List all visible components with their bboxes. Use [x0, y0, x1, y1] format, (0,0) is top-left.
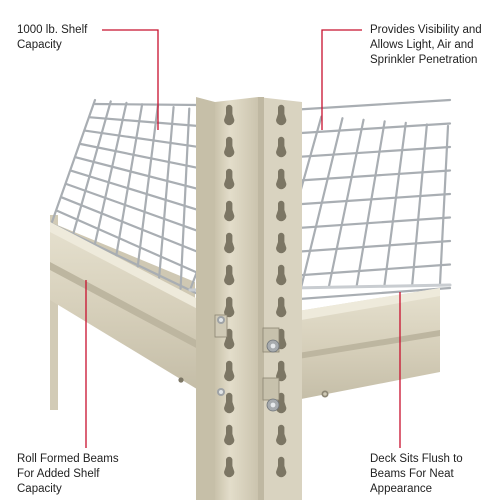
post-keyhole-slots — [224, 104, 287, 478]
leader-line-top-left — [102, 29, 159, 130]
callout-line: Beams For Neat — [370, 468, 454, 480]
wire-rod — [72, 100, 112, 235]
wire-rod — [411, 123, 428, 286]
wire-rod — [50, 222, 202, 297]
keyhole-slot — [276, 136, 287, 158]
callout-line: Sprinkler Penetration — [370, 54, 478, 66]
beam-rivets — [321, 390, 329, 398]
wire-rod — [327, 118, 365, 288]
keyhole-slot — [276, 264, 287, 286]
callout-line: Capacity — [17, 39, 62, 51]
keyhole-slot — [224, 456, 235, 478]
keyhole-slot — [276, 200, 287, 222]
keyhole-slot — [276, 232, 287, 254]
front-beam-left — [50, 222, 215, 400]
callout-line: Roll Formed Beams — [17, 453, 119, 465]
callout-line: Deck Sits Flush to — [370, 453, 463, 465]
callout-line: Appearance — [370, 483, 433, 495]
leader-line-top-right — [321, 29, 362, 130]
keyhole-slot — [276, 168, 287, 190]
wire-rod — [65, 182, 202, 233]
wire-rod — [84, 129, 202, 149]
wire-rod — [93, 101, 128, 246]
wire-rod — [89, 116, 202, 128]
callout-leader-lines — [85, 29, 401, 448]
callout-roll-formed-beams: Roll Formed Beams For Added Shelf Capaci… — [17, 452, 119, 497]
wire-rod — [50, 98, 97, 224]
wire-rod — [70, 169, 202, 212]
keyhole-slot — [224, 232, 235, 254]
wire-rod — [93, 102, 202, 107]
keyhole-slot — [224, 392, 235, 414]
wire-rod — [60, 196, 202, 254]
keyhole-slot — [276, 360, 287, 382]
wire-rod — [179, 107, 191, 290]
wire-rod — [438, 124, 450, 286]
wire-rod — [55, 209, 202, 275]
wire-rod — [79, 142, 202, 170]
wire-rod — [136, 104, 159, 268]
keyhole-slot — [224, 296, 235, 318]
callout-line: 1000 lb. Shelf — [17, 24, 88, 36]
callout-visibility: Provides Visibility and Allows Light, Ai… — [370, 23, 482, 68]
keyhole-slot — [276, 456, 287, 478]
keyhole-slot — [224, 360, 235, 382]
callout-line: Allows Light, Air and — [370, 39, 474, 51]
wire-rod — [115, 103, 144, 257]
callout-line: For Added Shelf — [17, 468, 100, 480]
callout-shelf-capacity: 1000 lb. Shelf Capacity — [17, 23, 87, 53]
keyhole-slot — [276, 104, 287, 126]
callout-line: Capacity — [17, 483, 62, 495]
wire-rod — [158, 106, 175, 279]
keyhole-slot — [224, 264, 235, 286]
keyhole-slot — [224, 104, 235, 126]
wire-rod — [74, 156, 202, 191]
wire-rod — [383, 121, 407, 287]
keyhole-slot — [224, 424, 235, 446]
keyhole-slot — [224, 168, 235, 190]
keyhole-slot — [224, 200, 235, 222]
callout-line: Provides Visibility and — [370, 24, 482, 36]
keyhole-slot — [276, 296, 287, 318]
callout-deck-flush: Deck Sits Flush to Beams For Neat Appear… — [370, 452, 463, 497]
keyhole-slot — [224, 136, 235, 158]
wire-rod — [355, 120, 386, 288]
beam-connector-bolts — [214, 314, 280, 412]
keyhole-slot — [276, 424, 287, 446]
